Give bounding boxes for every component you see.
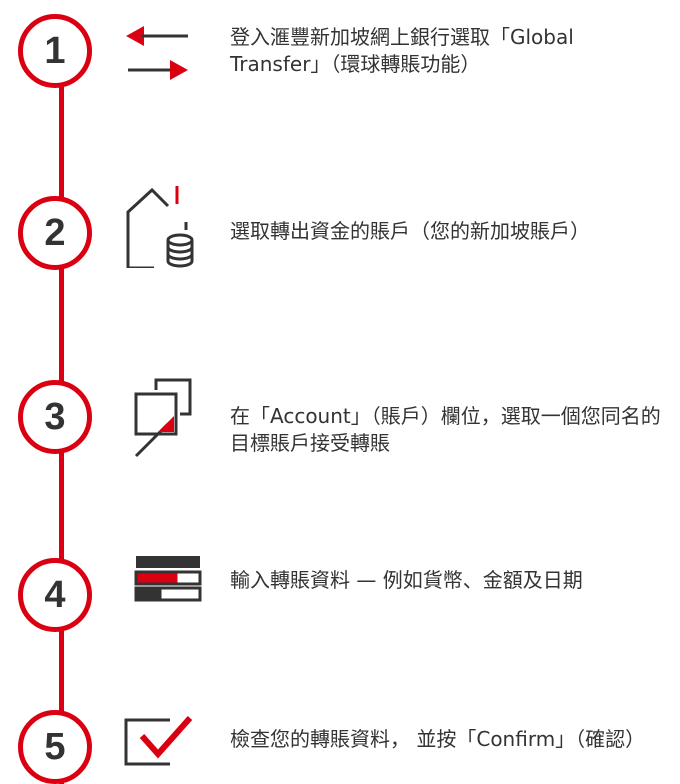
square-arrow-icon [120, 378, 204, 462]
step-5-text: 檢查您的轉賬資料， 並按「Confirm」（確認） [230, 727, 646, 751]
step-2-text: 選取轉出資金的賬戶（您的新加坡賬戶） [230, 219, 590, 243]
step-1-number-circle: 1 [18, 14, 92, 88]
transfer-arrows-icon [120, 20, 204, 104]
step-1-number: 1 [44, 29, 66, 72]
checkbox-tick-icon [120, 700, 204, 784]
step-3-number-circle: 3 [18, 380, 92, 454]
step-3-number: 3 [44, 395, 66, 438]
form-fields-icon [120, 552, 204, 636]
step-4-number: 4 [44, 573, 66, 616]
step-2-number: 2 [44, 211, 66, 254]
step-1-text: 登入滙豐新加坡網上銀行選取「Global Transfer」（環球轉賬功能） [230, 25, 574, 76]
step-5-number-circle: 5 [18, 710, 92, 784]
step-4-number-circle: 4 [18, 558, 92, 632]
house-coins-icon [120, 184, 204, 268]
step-5-number: 5 [44, 725, 66, 768]
step-2-number-circle: 2 [18, 196, 92, 270]
step-4-text: 輸入轉賬資料 — 例如貨幣、金額及日期 [230, 568, 583, 592]
step-3-text: 在「Account」（賬戶）欄位，選取一個您同名的目標賬戶接受轉賬 [230, 404, 661, 455]
